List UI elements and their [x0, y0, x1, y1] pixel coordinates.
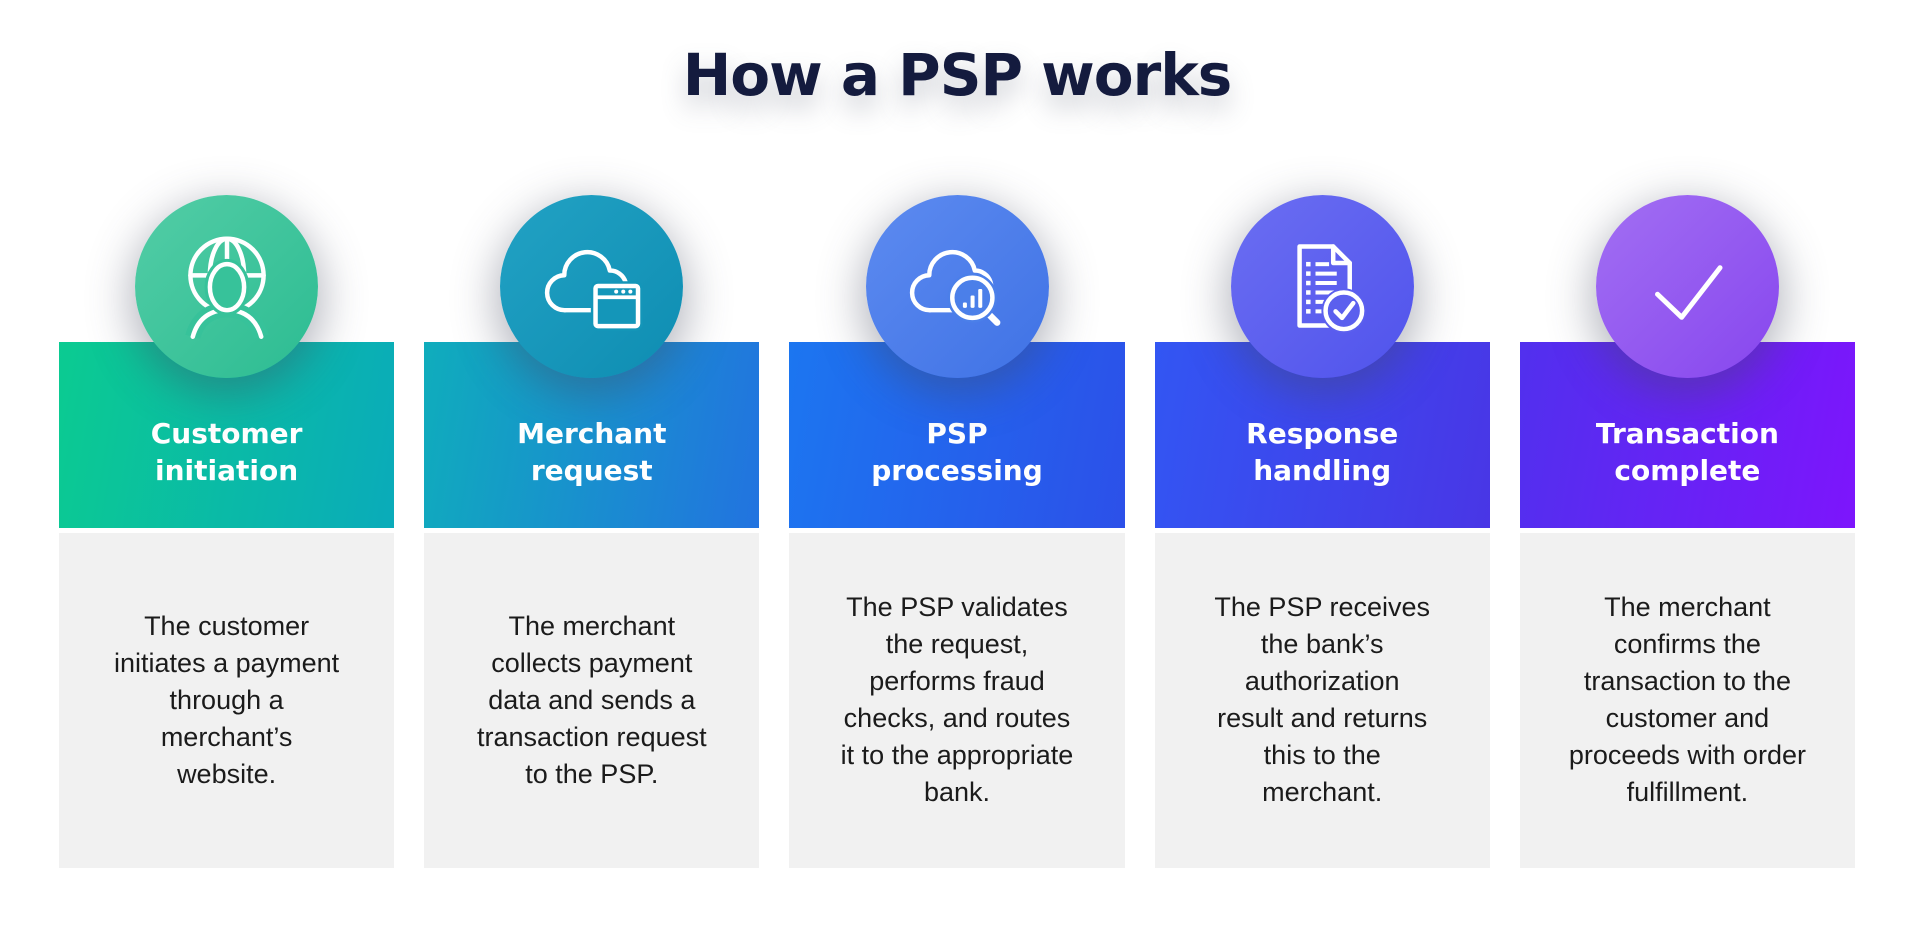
step-column-transaction-complete: Transaction complete The merchant confir…	[1519, 194, 1856, 868]
step-heading: Customer initiation	[150, 416, 303, 487]
step-description: The customer initiates a payment through…	[114, 610, 340, 789]
step-icon-circle	[865, 194, 1049, 378]
step-column-response-handling: Response handling The PSP receives the b…	[1154, 194, 1490, 868]
step-description-panel: The customer initiates a payment through…	[59, 532, 395, 868]
step-description-panel: The PSP receives the bank’s authorizatio…	[1154, 532, 1490, 868]
step-description-panel: The merchant confirms the transaction to…	[1519, 532, 1856, 868]
globe-user-icon	[184, 236, 269, 340]
step-icon-circle	[1230, 194, 1414, 378]
step-heading: PSP processing	[871, 416, 1043, 487]
step-icon-circle	[500, 194, 684, 378]
step-description: The PSP receives the bank’s authorizatio…	[1214, 592, 1431, 808]
document-check-icon	[1297, 244, 1367, 334]
step-description-panel: The PSP validates the request, performs …	[789, 532, 1125, 868]
step-column-customer-initiation: Customer initiation The customer initiat…	[59, 194, 395, 868]
checkmark-icon	[1655, 265, 1723, 320]
step-header: Transaction complete	[1519, 341, 1856, 528]
step-column-psp-processing: PSP processing The PSP validates the req…	[789, 194, 1125, 868]
step-heading: Response handling	[1246, 416, 1399, 487]
step-description-panel: The merchant collects payment data and s…	[424, 532, 760, 868]
step-description: The merchant collects payment data and s…	[476, 610, 707, 789]
step-heading: Transaction complete	[1595, 416, 1779, 487]
steps-row: Customer initiation The customer initiat…	[59, 194, 1856, 868]
cloud-search-icon	[909, 250, 1001, 327]
step-column-merchant-request: Merchant request The merchant collects p…	[424, 194, 760, 868]
step-icon-circle	[135, 194, 319, 378]
step-heading: Merchant request	[517, 416, 667, 487]
step-icon-circle	[1595, 194, 1779, 378]
step-description: The PSP validates the request, performs …	[840, 592, 1074, 808]
cloud-browser-icon	[544, 250, 643, 332]
step-description: The merchant confirms the transaction to…	[1568, 592, 1806, 808]
page-title: How a PSP works	[682, 41, 1233, 109]
